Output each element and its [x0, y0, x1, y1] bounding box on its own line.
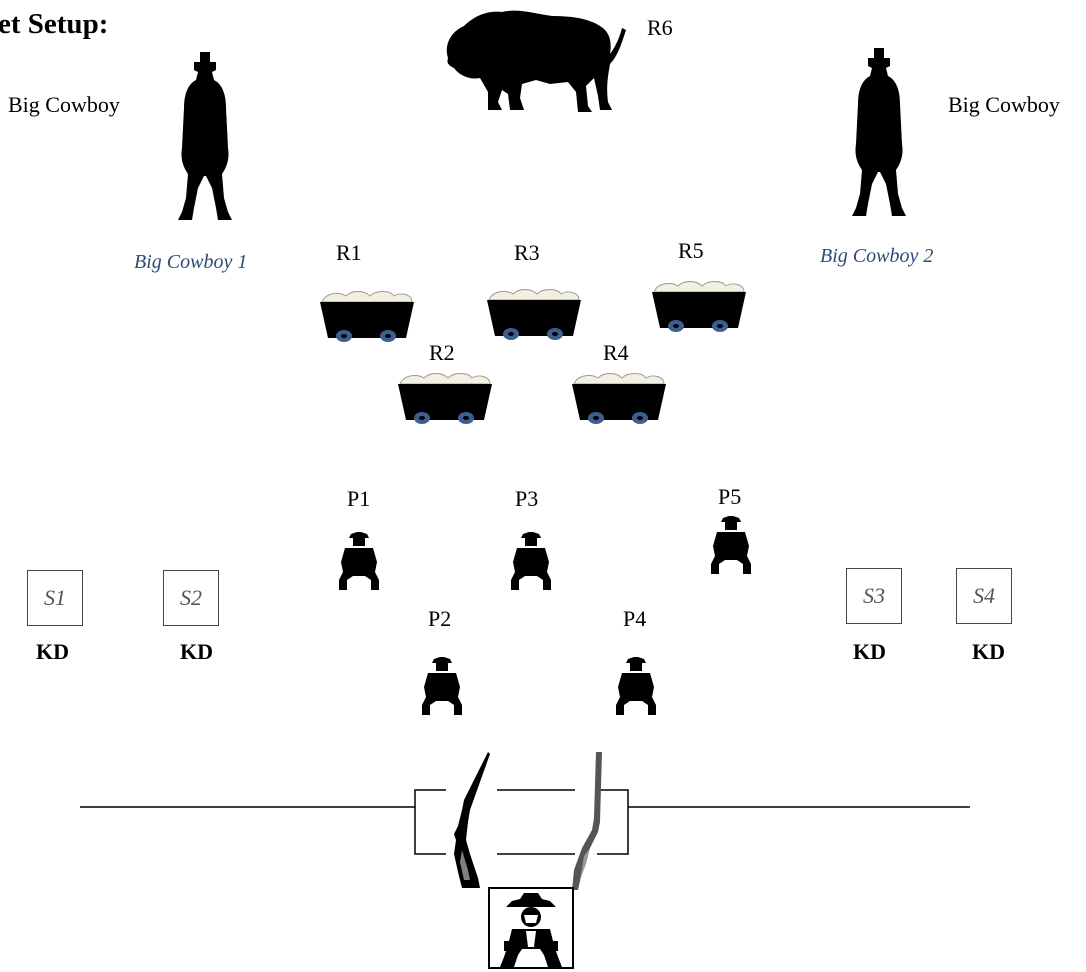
crouching-cowboy-icon-p3: [511, 532, 551, 590]
shotgun-target-s1-kd: KD: [36, 639, 69, 664]
shotgun-target-s3: S3: [846, 568, 902, 624]
shotgun-target-s1: S1: [27, 570, 83, 626]
big-cowboy-icon: [852, 48, 906, 216]
shotgun-target-s4-label: S4: [973, 583, 995, 608]
big-cowboy-1-side-label: Big Cowboy: [8, 92, 120, 117]
crouching-cowboy-icon-p4: [616, 657, 656, 715]
wagon-icon-r2: [398, 373, 492, 424]
big-cowboy-icon: [178, 52, 232, 220]
shooter-start-box: [488, 887, 574, 969]
shotgun-target-s2-label: S2: [180, 585, 202, 610]
crouching-cowboy-icon-p2: [422, 657, 462, 715]
pistol-label-p5: P5: [718, 484, 742, 509]
rifle-label-r4: R4: [603, 340, 629, 365]
shotgun-target-s4: S4: [956, 568, 1012, 624]
big-cowboy-2-caption: Big Cowboy 2: [820, 245, 934, 267]
shotgun-target-s3-kd: KD: [853, 639, 886, 664]
pistol-label-p4: P4: [623, 606, 647, 631]
rifle-label-r1: R1: [336, 240, 362, 265]
rifle-label-r3: R3: [514, 240, 540, 265]
pistol-label-p1: P1: [347, 486, 371, 511]
wagon-icon-r3: [487, 289, 581, 340]
shotgun-target-s1-label: S1: [44, 585, 66, 610]
crouching-cowboy-icon-p5: [711, 516, 751, 574]
pistol-label-p3: P3: [515, 486, 539, 511]
wagon-icon-r4: [572, 373, 666, 424]
shotgun-icon: [454, 752, 490, 888]
shotgun-target-s2: S2: [163, 570, 219, 626]
rifle-label-r5: R5: [678, 238, 704, 263]
crouching-cowboy-icon-p1: [339, 532, 379, 590]
shotgun-target-s2-kd: KD: [180, 639, 213, 664]
pistol-label-p2: P2: [428, 606, 452, 631]
big-cowboy-2-side-label: Big Cowboy: [948, 92, 1060, 117]
big-cowboy-1-caption: Big Cowboy 1: [134, 251, 248, 273]
shooter-icon: [500, 893, 562, 967]
shotgun-target-s4-kd: KD: [972, 639, 1005, 664]
rifle-icon: [572, 752, 602, 890]
shotgun-target-s3-label: S3: [863, 583, 885, 608]
wagon-icon-r1: [320, 291, 414, 342]
firing-line: [80, 789, 970, 855]
buffalo-icon: [446, 10, 626, 113]
wagon-icon-r5: [652, 281, 746, 332]
rifle-label-r2: R2: [429, 340, 455, 365]
stage-title: et Setup:: [0, 8, 109, 40]
buffalo-label: R6: [647, 15, 673, 40]
